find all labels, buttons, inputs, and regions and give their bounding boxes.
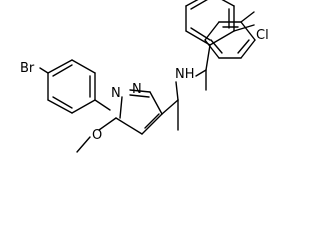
bond <box>115 117 143 135</box>
bond <box>237 39 250 54</box>
bond <box>240 21 256 41</box>
atom-labels: Br N N O NH Cl <box>20 28 269 143</box>
bond <box>185 30 211 46</box>
bond <box>141 113 163 135</box>
bond <box>71 59 96 74</box>
bond <box>129 94 150 98</box>
bond <box>47 59 73 74</box>
chlorine-label: Cl <box>256 28 269 43</box>
bond <box>175 81 179 101</box>
bond <box>149 91 163 115</box>
nitrogen-label: N <box>111 86 121 101</box>
bromine-label: Br <box>20 61 35 76</box>
bond <box>185 0 199 7</box>
bond <box>71 99 96 114</box>
nitrogen-label: N <box>132 82 142 97</box>
bond <box>144 113 160 129</box>
bond <box>52 64 73 77</box>
amine-label: NH <box>175 67 195 82</box>
bond <box>129 89 151 93</box>
bond <box>210 39 223 54</box>
bond <box>47 99 73 114</box>
bond <box>76 136 91 153</box>
bond <box>240 39 256 59</box>
bond <box>190 0 208 10</box>
bond <box>52 96 73 109</box>
nitrogen-atom-2: N <box>132 82 142 97</box>
bond <box>233 24 255 32</box>
bond <box>119 96 123 119</box>
bond <box>98 117 117 131</box>
bond <box>195 69 207 77</box>
nitrogen-atom-1: N <box>111 86 121 101</box>
bonds <box>39 0 256 153</box>
chemical-structure: Br N N O NH Cl <box>20 0 269 153</box>
oxygen-label: O <box>92 128 102 143</box>
bond <box>204 39 220 59</box>
amine-atom: NH <box>175 67 195 82</box>
bond <box>204 21 220 41</box>
bond <box>94 99 111 111</box>
bond <box>39 67 49 74</box>
bond <box>205 44 211 71</box>
bromine-atom: Br <box>20 61 35 76</box>
bond <box>221 0 235 7</box>
oxygen-atom: O <box>92 128 102 143</box>
bond <box>240 11 255 23</box>
chlorine-atom: Cl <box>256 28 269 43</box>
bond <box>161 99 179 115</box>
